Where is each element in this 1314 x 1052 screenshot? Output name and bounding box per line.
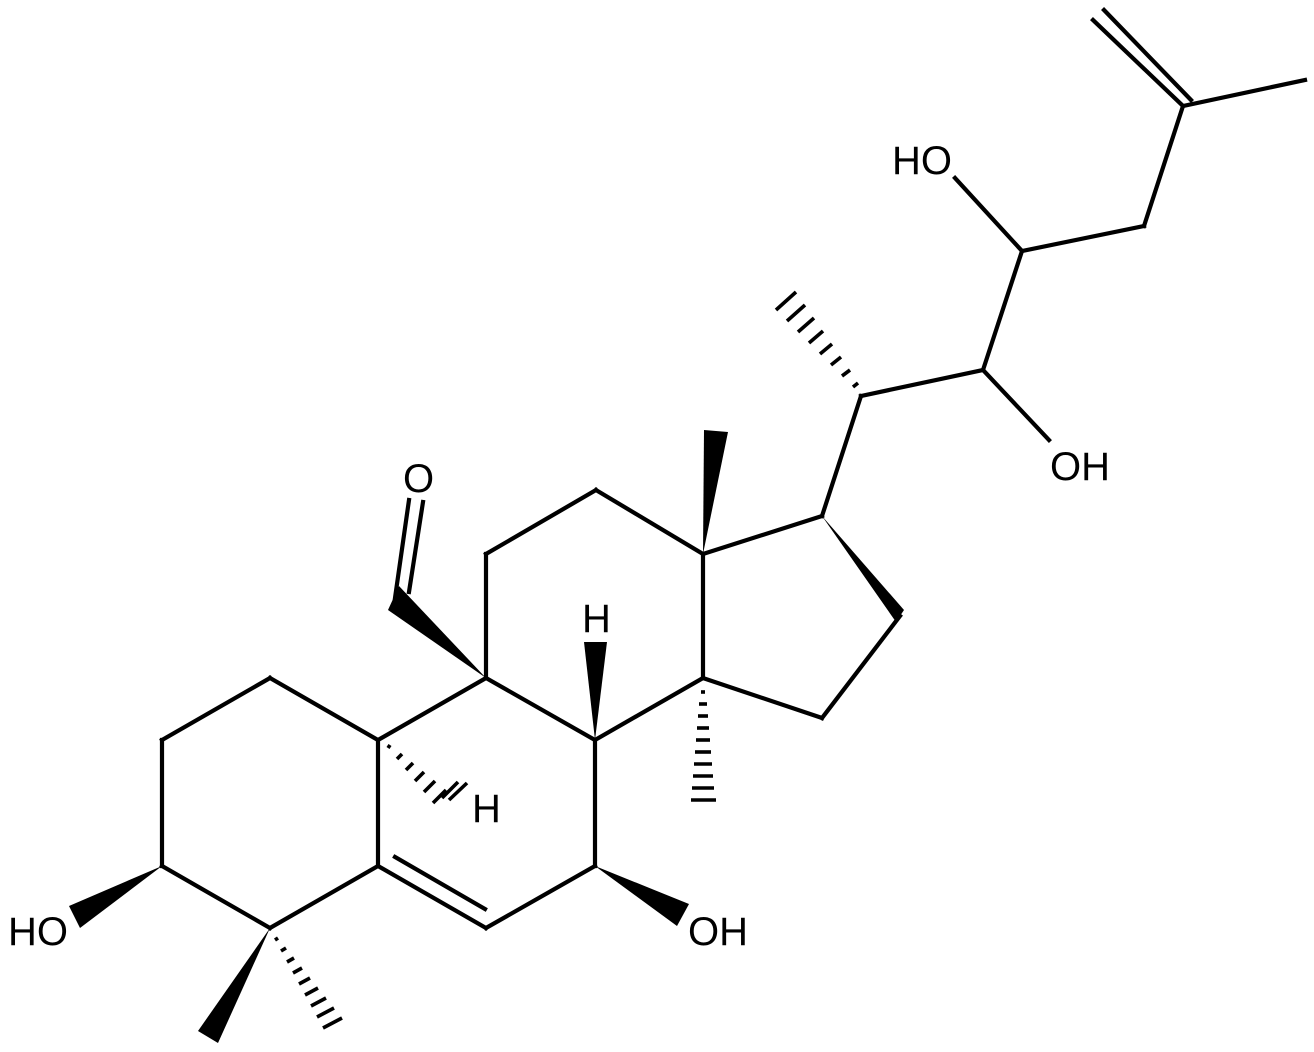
ho-c24-label: HO	[892, 139, 952, 183]
c13-methyl-wedge	[703, 430, 728, 554]
c10-hashed-h	[386, 744, 469, 805]
oh-c22-label: OH	[1050, 445, 1110, 489]
c3-oh-wedge	[69, 866, 162, 928]
ring-c	[483, 487, 706, 743]
c8-h-wedge	[584, 642, 607, 740]
c7-oh-wedge	[595, 866, 689, 926]
h-c8-label: H	[582, 597, 611, 641]
c9-aldehyde-wedge	[388, 586, 486, 678]
ring-b	[375, 675, 598, 931]
o-aldehyde-label: O	[403, 457, 434, 501]
ho-c3-label: HO	[8, 910, 68, 954]
c14-hashed-methyl	[691, 690, 716, 802]
side-chain	[819, 7, 1308, 519]
ring-a	[159, 675, 381, 931]
h-c10-label: H	[472, 787, 501, 831]
c4-hashed-methyl	[274, 936, 343, 1030]
c20-hashed-methyl	[774, 290, 860, 389]
oh-c7-label: OH	[688, 910, 748, 954]
ring-d	[700, 513, 904, 721]
c4-methyl-wedge	[198, 928, 270, 1043]
